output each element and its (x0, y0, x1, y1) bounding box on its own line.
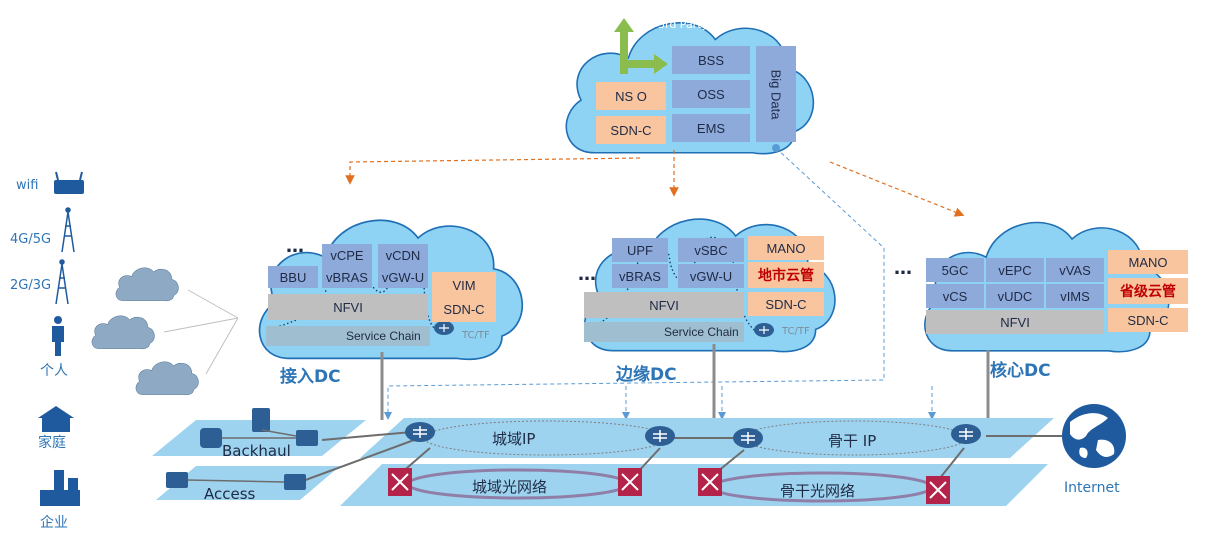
nfvi-edge-box: NFVI (584, 292, 744, 318)
backbone-ip-label: 骨干 IP (828, 432, 877, 450)
access-switches (166, 408, 318, 490)
home-icon (38, 406, 74, 432)
upf-box: UPF (612, 238, 668, 262)
vudc-box: vUDC (986, 284, 1044, 308)
person-label: 个人 (40, 363, 68, 379)
vvas-box: vVAS (1046, 258, 1104, 282)
tctf-edge-label: TC/TF (782, 326, 810, 337)
nfvi-access-box: NFVI (268, 294, 428, 320)
vepc-box: vEPC (986, 258, 1044, 282)
4g5g-label: 4G/5G (10, 232, 52, 247)
sdnc-top-box: SDN-C (596, 116, 666, 144)
2g3g-label: 2G/3G (10, 278, 52, 293)
ems-box: EMS (672, 114, 750, 142)
vcpe-box: vCPE (322, 244, 372, 266)
service-chain-access: Service Chain (266, 326, 430, 346)
home-label: 家庭 (38, 435, 66, 451)
cell-tower-4g5g-icon (61, 207, 75, 253)
enterprise-label: 企业 (40, 515, 68, 531)
province-cloud-mgmt-box: 省级云管 (1108, 278, 1188, 304)
bss-box: BSS (672, 46, 750, 74)
access-label: Access (204, 485, 256, 503)
vbras-edge-box: vBRAS (612, 264, 668, 288)
small-gray-clouds (91, 267, 199, 396)
big-data-links (384, 147, 936, 420)
core-dc-title: 核心DC (990, 361, 1051, 381)
5gc-box: 5GC (926, 258, 984, 282)
nso-box: NS O (596, 82, 666, 110)
edge-dc-more-dots: … (578, 264, 596, 285)
vbras-access-box: vBRAS (322, 266, 372, 288)
cell-tower-2g3g-icon (55, 259, 69, 305)
vgwu-access-box: vGW-U (378, 266, 428, 288)
vims-box: vIMS (1046, 284, 1104, 308)
big-data-dot (772, 144, 780, 152)
edge-dc-title: 边缘DC (616, 365, 677, 385)
access-dc-title: 接入DC (280, 367, 341, 387)
backhaul-label: Backhaul (222, 442, 291, 460)
third-party-label: 3rd Party (658, 18, 709, 31)
cloud-fan-lines (163, 289, 239, 375)
vcdn-box: vCDN (378, 244, 428, 266)
routers (405, 321, 981, 448)
metro-ip-label: 城域IP (492, 430, 536, 448)
vgwu-edge-box: vGW-U (678, 264, 744, 288)
internet-label: Internet (1064, 480, 1120, 496)
network-links (299, 431, 1062, 483)
wifi-label: wifi (16, 178, 39, 193)
sdnc-edge-box: SDN-C (748, 292, 824, 316)
internet-globe-icon (1062, 404, 1126, 468)
orchestration-arrows (345, 150, 965, 217)
sdnc-core-box: SDN-C (1108, 308, 1188, 332)
nfvi-core-box: NFVI (926, 310, 1104, 334)
mano-core-box: MANO (1108, 250, 1188, 274)
tctf-access-label: TC/TF (462, 330, 490, 341)
sdnc-access-box: SDN-C (432, 296, 496, 322)
core-dc-more-dots: … (894, 258, 912, 279)
vcs-box: vCS (926, 284, 984, 308)
big-data-label: Big Data (768, 69, 784, 119)
bbu-box: BBU (268, 266, 318, 288)
metro-optical-label: 城域光网络 (472, 478, 548, 496)
third-party-arrow (614, 18, 668, 74)
vsbc-box: vSBC (678, 238, 744, 262)
oss-box: OSS (672, 80, 750, 108)
wifi-ap-icon (54, 171, 84, 194)
dc-uplinks (380, 344, 990, 420)
access-dc-more-dots: … (286, 236, 304, 257)
big-data-box: Big Data (756, 46, 796, 142)
optical-switches (388, 468, 950, 504)
city-cloud-mgmt-box: 地市云管 (748, 262, 824, 288)
mano-edge-box: MANO (748, 236, 824, 260)
backbone-optical-label: 骨干光网络 (780, 482, 856, 500)
service-chain-edge: Service Chain (584, 322, 744, 342)
access-switch-links (187, 429, 297, 483)
vim-box: VIM (432, 272, 496, 298)
enterprise-icon (40, 470, 80, 506)
person-icon (52, 316, 64, 356)
